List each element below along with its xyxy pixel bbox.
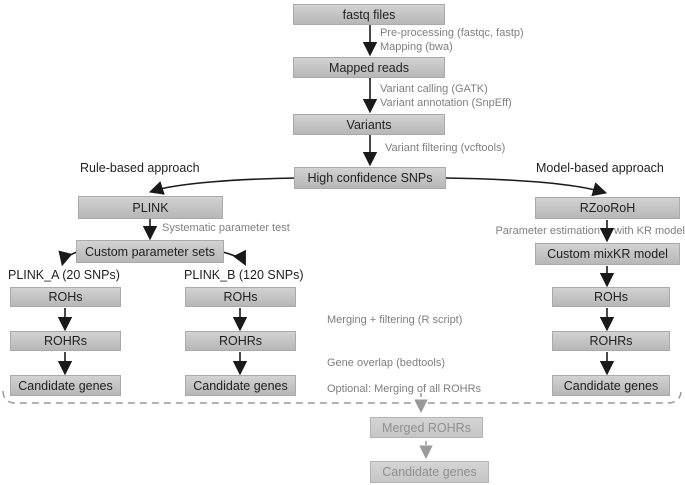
node-mapped-reads: Mapped reads — [293, 57, 445, 78]
node-merged-rohrs: Merged ROHRs — [370, 417, 483, 438]
label-variant-calling: Variant calling (GATK) — [380, 83, 488, 95]
label-systematic-parameter-test: Systematic parameter test — [162, 222, 290, 234]
node-high-confidence-snps: High confidence SNPs — [294, 167, 446, 189]
note-merging-filtering: Merging + filtering (R script) — [327, 314, 463, 326]
node-rohrs-rzooroh: ROHRs — [552, 331, 670, 351]
node-rzooroh: RZooRoH — [535, 197, 680, 219]
note-optional-merging: Optional: Merging of all ROHRs — [327, 383, 482, 395]
node-plink: PLINK — [78, 196, 223, 219]
node-rohrs-plink-a: ROHRs — [10, 331, 121, 351]
dashed-merge-bracket — [2, 390, 682, 404]
label-variant-filtering: Variant filtering (vcftools) — [385, 142, 506, 154]
heading-model-based-approach: Model-based approach — [536, 161, 664, 175]
node-candidate-genes-plink-a: Candidate genes — [10, 375, 121, 396]
node-rohrs-plink-b: ROHRs — [185, 331, 296, 351]
arrow-custom-sets-to-plink-b — [222, 249, 246, 266]
heading-rule-based-approach: Rule-based approach — [80, 161, 200, 175]
arrow-custom-sets-to-plink-a — [58, 250, 78, 267]
label-with-kr-model: with KR model — [614, 225, 685, 237]
label-variant-annotation: Variant annotation (SnpEff) — [380, 97, 512, 109]
node-rohs-plink-a: ROHs — [10, 287, 121, 307]
label-parameter-estimation: Parameter estimation — [495, 225, 600, 237]
node-fastq-files: fastq files — [293, 4, 445, 25]
heading-plink-a: PLINK_A (20 SNPs) — [8, 268, 120, 282]
node-rohs-plink-b: ROHs — [185, 287, 296, 307]
node-custom-mixkr-model: Custom mixKR model — [535, 243, 680, 265]
node-candidate-genes-merged: Candidate genes — [370, 461, 489, 483]
label-mapping: Mapping (bwa) — [380, 41, 453, 53]
node-candidate-genes-rzooroh: Candidate genes — [552, 375, 670, 396]
arrow-snps-to-plink — [148, 177, 297, 195]
node-variants: Variants — [293, 114, 445, 135]
arrow-snps-to-rzooroh — [445, 177, 608, 197]
node-custom-parameter-sets: Custom parameter sets — [76, 240, 224, 263]
node-candidate-genes-plink-b: Candidate genes — [185, 375, 296, 396]
heading-plink-b: PLINK_B (120 SNPs) — [184, 268, 304, 282]
label-preprocessing: Pre-processing (fastqc, fastp) — [380, 27, 524, 39]
note-gene-overlap: Gene overlap (bedtools) — [327, 357, 446, 369]
node-rohs-rzooroh: ROHs — [552, 287, 670, 307]
